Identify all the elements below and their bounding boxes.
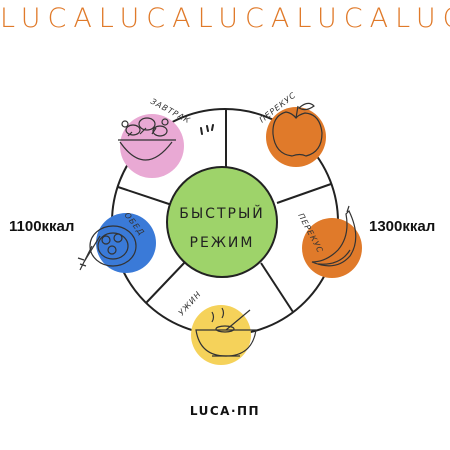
center-disc — [166, 166, 278, 278]
meal-snack-2: ПЕРЕКУС — [296, 205, 362, 278]
kcal-right-label: 1300ккал — [369, 218, 436, 235]
center-title-line2: РЕЖИМ — [190, 235, 255, 251]
snack2-color-disc — [302, 218, 362, 278]
banana-icon — [311, 205, 357, 267]
kcal-left-label: 1100ккал — [9, 218, 75, 235]
meal-dinner: УЖИН — [177, 289, 257, 365]
salad-bowl-icon — [118, 117, 176, 161]
dinner-plate-icon — [77, 225, 137, 271]
tick-marks-decoration — [200, 124, 214, 135]
meal-lunch: ОБЕД — [77, 211, 156, 273]
apple-icon — [272, 102, 323, 157]
lunch-color-disc — [96, 213, 156, 273]
wheel-dividers — [117, 109, 332, 313]
brand-banner: LUCALUCALUCALUCALUCA — [0, 3, 450, 34]
footer-brand: LUCA·ПП — [189, 404, 261, 418]
soup-bowl-icon — [195, 307, 257, 357]
meal-snack-1: ПЕРЕКУС — [258, 90, 326, 167]
meal-breakfast: ЗАВТРАК — [118, 97, 192, 178]
center-title-line1: БЫСТРЫЙ — [179, 204, 265, 222]
slot-label-dinner: УЖИН — [177, 289, 203, 317]
breakfast-color-disc — [120, 114, 184, 178]
